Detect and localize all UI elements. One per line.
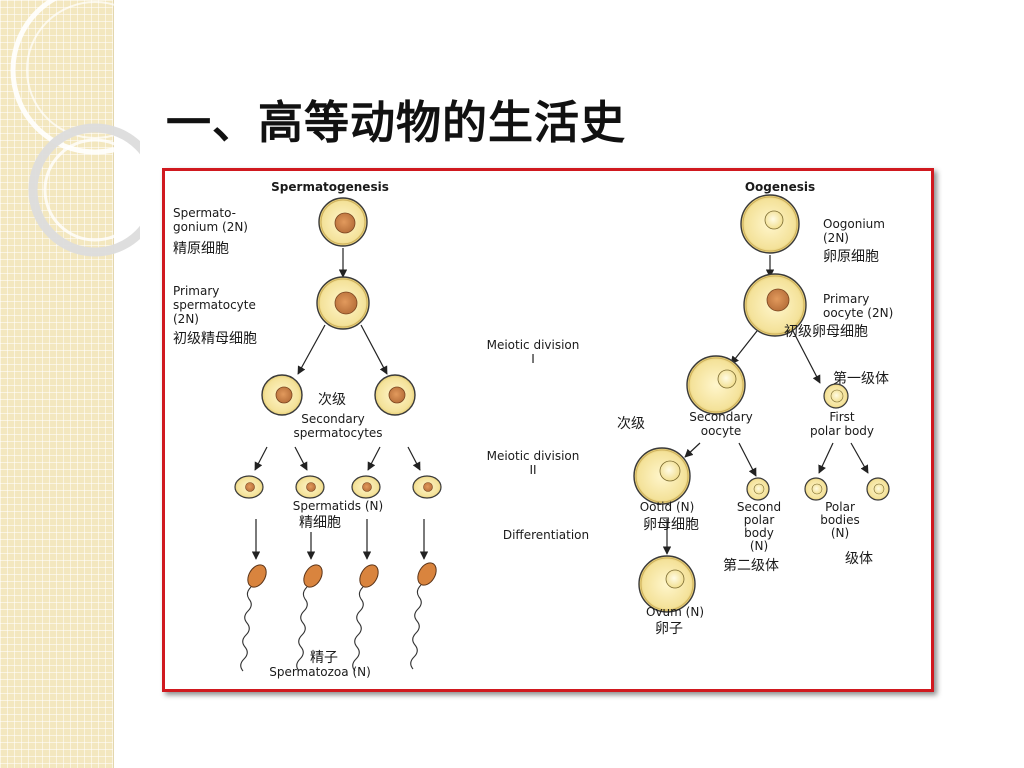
- ootid-cell: [633, 447, 691, 505]
- svg-text:First: First: [829, 410, 855, 424]
- spermatids-cn-label: 精细胞: [299, 515, 341, 531]
- spermatogonium-label: Spermato- gonium (2N): [173, 206, 248, 234]
- spermatozoon: [296, 564, 323, 672]
- first-polar-body-cell: [823, 383, 849, 409]
- spermatogonium-cell: [318, 197, 368, 247]
- ovum-cell: [638, 555, 696, 613]
- svg-text:(N): (N): [750, 539, 768, 553]
- spermatid-cell: [295, 475, 325, 499]
- secondary-spermatocyte-cn-label: 次级: [318, 392, 346, 408]
- arrow: [738, 442, 757, 477]
- meiosis-2-label: Meiotic division II: [487, 449, 580, 477]
- svg-text:oocyte: oocyte: [701, 424, 741, 438]
- polar-bodies-cn-label: 级体: [845, 551, 873, 567]
- meiosis-1-label: Meiotic division I: [487, 338, 580, 366]
- arrow: [792, 330, 821, 384]
- secondary-spermatocytes-label: Secondary spermatocytes: [293, 412, 382, 440]
- gametogenesis-diagram: Spermatogenesis Oogenesis Meiotic divisi…: [173, 180, 893, 679]
- spermatozoon: [352, 564, 379, 672]
- svg-text:body: body: [744, 526, 774, 540]
- decorative-rings: [10, 0, 140, 257]
- gametogenesis-figure: Spermatogenesis Oogenesis Meiotic divisi…: [162, 168, 934, 692]
- svg-text:Polar: Polar: [825, 500, 855, 514]
- svg-text:(2N): (2N): [823, 231, 849, 245]
- svg-text:(N): (N): [831, 526, 849, 540]
- svg-text:bodies: bodies: [820, 513, 860, 527]
- svg-text:polar body: polar body: [810, 424, 874, 438]
- polar-bodies-label: Polar bodies (N): [820, 500, 860, 540]
- svg-text:Secondary: Secondary: [301, 412, 365, 426]
- svg-text:Primary: Primary: [173, 284, 219, 298]
- secondary-oocyte-cn-label: 次级: [617, 416, 645, 432]
- svg-text:Meiotic division: Meiotic division: [487, 338, 580, 352]
- second-polar-body-label: Second polar body (N): [737, 500, 781, 553]
- primary-spermatocyte-cn-label: 初级精母细胞: [173, 330, 257, 347]
- arrow: [850, 442, 869, 474]
- arrow: [360, 324, 388, 375]
- polar-body-cell: [804, 477, 828, 501]
- spermatid-cell: [234, 475, 264, 499]
- spermatids-label: Spermatids (N): [293, 499, 383, 513]
- arrow: [254, 446, 268, 471]
- oogonium-label: Oogonium (2N): [823, 217, 885, 245]
- arrow: [367, 446, 381, 471]
- spermatid-cell: [412, 475, 442, 499]
- spermatozoa-cn-label: 精子: [310, 650, 338, 666]
- secondary-spermatocyte-cell: [374, 374, 416, 416]
- ovum-cn-label: 卵子: [655, 621, 683, 637]
- differentiation-label: Differentiation: [503, 528, 589, 542]
- slide-title: 一、高等动物的生活史: [166, 96, 627, 149]
- oogenesis-header: Oogenesis: [745, 180, 815, 194]
- arrow: [684, 442, 701, 458]
- svg-text:Oogonium: Oogonium: [823, 217, 885, 231]
- first-polar-body-label: First polar body: [810, 410, 874, 438]
- primary-spermatocyte-cell: [316, 276, 370, 330]
- svg-text:oocyte (2N): oocyte (2N): [823, 306, 893, 320]
- svg-text:Spermato-: Spermato-: [173, 206, 236, 220]
- spermatozoa-label: Spermatozoa (N): [269, 665, 371, 679]
- secondary-oocyte-cell: [686, 355, 746, 415]
- first-polar-body-cn-label: 第一级体: [833, 370, 889, 387]
- ootid-label: Ootid (N): [640, 500, 695, 514]
- spermatid-cell: [351, 475, 381, 499]
- svg-text:II: II: [529, 463, 536, 477]
- secondary-spermatocyte-cell: [261, 374, 303, 416]
- svg-text:Meiotic division: Meiotic division: [487, 449, 580, 463]
- svg-text:gonium (2N): gonium (2N): [173, 220, 248, 234]
- ootid-cn-label: 卵母细胞: [643, 517, 699, 533]
- arrow: [818, 442, 834, 474]
- primary-oocyte-label: Primary oocyte (2N): [823, 292, 893, 320]
- primary-spermatocyte-label: Primary spermatocyte (2N): [173, 284, 256, 326]
- oogonium-cn-label: 卵原细胞: [823, 249, 879, 265]
- svg-text:(2N): (2N): [173, 312, 199, 326]
- spermatozoon: [410, 562, 437, 670]
- arrow: [297, 324, 326, 375]
- secondary-oocyte-label: Secondary oocyte: [689, 410, 753, 438]
- svg-text:spermatocyte: spermatocyte: [173, 298, 256, 312]
- svg-text:Secondary: Secondary: [689, 410, 753, 424]
- arrow: [294, 446, 308, 471]
- polar-body-cell: [866, 477, 890, 501]
- oogonium-cell: [740, 194, 800, 254]
- arrow: [407, 446, 421, 471]
- svg-text:I: I: [531, 352, 535, 366]
- svg-text:Primary: Primary: [823, 292, 869, 306]
- primary-oocyte-cn-label: 初级卵母细胞: [784, 323, 868, 340]
- spermatogonium-cn-label: 精原细胞: [173, 241, 229, 257]
- ovum-label: Ovum (N): [646, 605, 704, 619]
- spermatogenesis-header: Spermatogenesis: [271, 180, 389, 194]
- arrow: [730, 330, 758, 365]
- second-polar-body-cell: [746, 477, 770, 501]
- primary-oocyte-cell: [743, 273, 807, 337]
- svg-text:spermatocytes: spermatocytes: [293, 426, 382, 440]
- svg-text:Second: Second: [737, 500, 781, 514]
- second-polar-body-cn-label: 第二级体: [723, 557, 779, 574]
- svg-text:polar: polar: [744, 513, 775, 527]
- spermatozoon: [240, 564, 267, 672]
